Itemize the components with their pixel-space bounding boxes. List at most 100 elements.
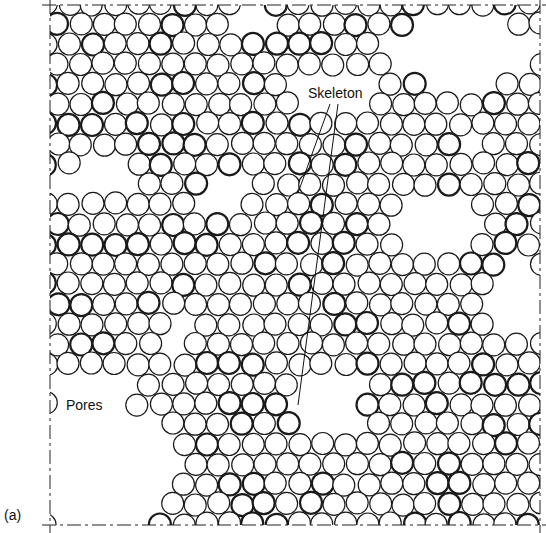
particle [218,352,240,374]
particle [50,392,57,414]
particle [208,492,230,514]
particle [368,213,390,235]
particle [196,434,218,456]
particle [206,13,228,35]
particle [128,72,150,94]
particle [495,192,517,214]
particle [299,173,321,195]
particle [277,293,299,315]
particle [311,513,333,525]
particle [114,52,136,74]
particle [370,374,392,396]
particle [358,152,380,174]
particle [276,92,298,114]
particle [266,33,288,55]
particle [93,213,115,235]
particle [92,253,114,275]
particle [403,473,425,495]
particle [150,233,172,255]
particle [496,154,518,176]
particle [391,254,413,276]
particle [448,352,470,374]
particle [531,253,541,275]
particle [425,113,447,135]
particle [483,493,505,515]
particle [438,372,460,394]
particle [460,253,482,275]
particle [81,234,103,256]
particle [265,274,287,296]
particle [312,433,334,455]
particle [57,193,79,215]
particle [358,272,380,294]
particle [404,73,426,95]
particle [264,472,286,494]
particle [368,412,390,434]
particle [368,13,390,35]
particle [174,153,196,175]
particle [115,293,137,315]
particle [207,413,229,435]
particle [356,233,378,255]
particle [94,134,116,156]
particle [82,192,104,214]
particle [427,5,449,15]
particle [50,33,57,55]
particle [494,5,516,14]
particle [482,254,504,276]
particle [300,212,322,234]
particle [346,453,368,475]
particle [393,94,415,116]
particle [92,332,114,354]
part-label: Skeleton [306,86,364,101]
particle [58,33,80,55]
particle [518,234,540,256]
particle [196,352,218,374]
particle [335,5,357,14]
particle [58,313,80,335]
particle [462,493,484,515]
particle [57,72,79,94]
particle [472,112,494,134]
particle [138,173,160,195]
particle [379,73,401,95]
particle [393,173,415,195]
particle [229,293,251,315]
particle [70,294,92,316]
particle [346,332,368,354]
particle [517,514,539,525]
particle [496,73,518,95]
particle [289,354,311,376]
particle [138,53,160,75]
particle [50,514,56,525]
particle [50,193,57,215]
particle [253,332,275,354]
particle [450,274,472,296]
particle [518,432,540,454]
particle [438,174,460,196]
particle [206,134,228,156]
particle [174,434,196,456]
particle [448,433,470,455]
particle [333,232,355,254]
particle [288,314,310,336]
particle [140,333,162,355]
particle [288,512,310,525]
particle [219,153,241,175]
particle [323,13,345,35]
particle [186,372,208,394]
particle [298,292,320,314]
particle [219,272,241,294]
particle [265,232,287,254]
particle [161,172,183,194]
particle [252,173,274,195]
particle [426,312,448,334]
particle [436,412,458,434]
particle [115,333,137,355]
particle [80,352,102,374]
particle [288,193,310,215]
particle [369,132,391,154]
particle [415,134,437,156]
particle [461,293,483,315]
